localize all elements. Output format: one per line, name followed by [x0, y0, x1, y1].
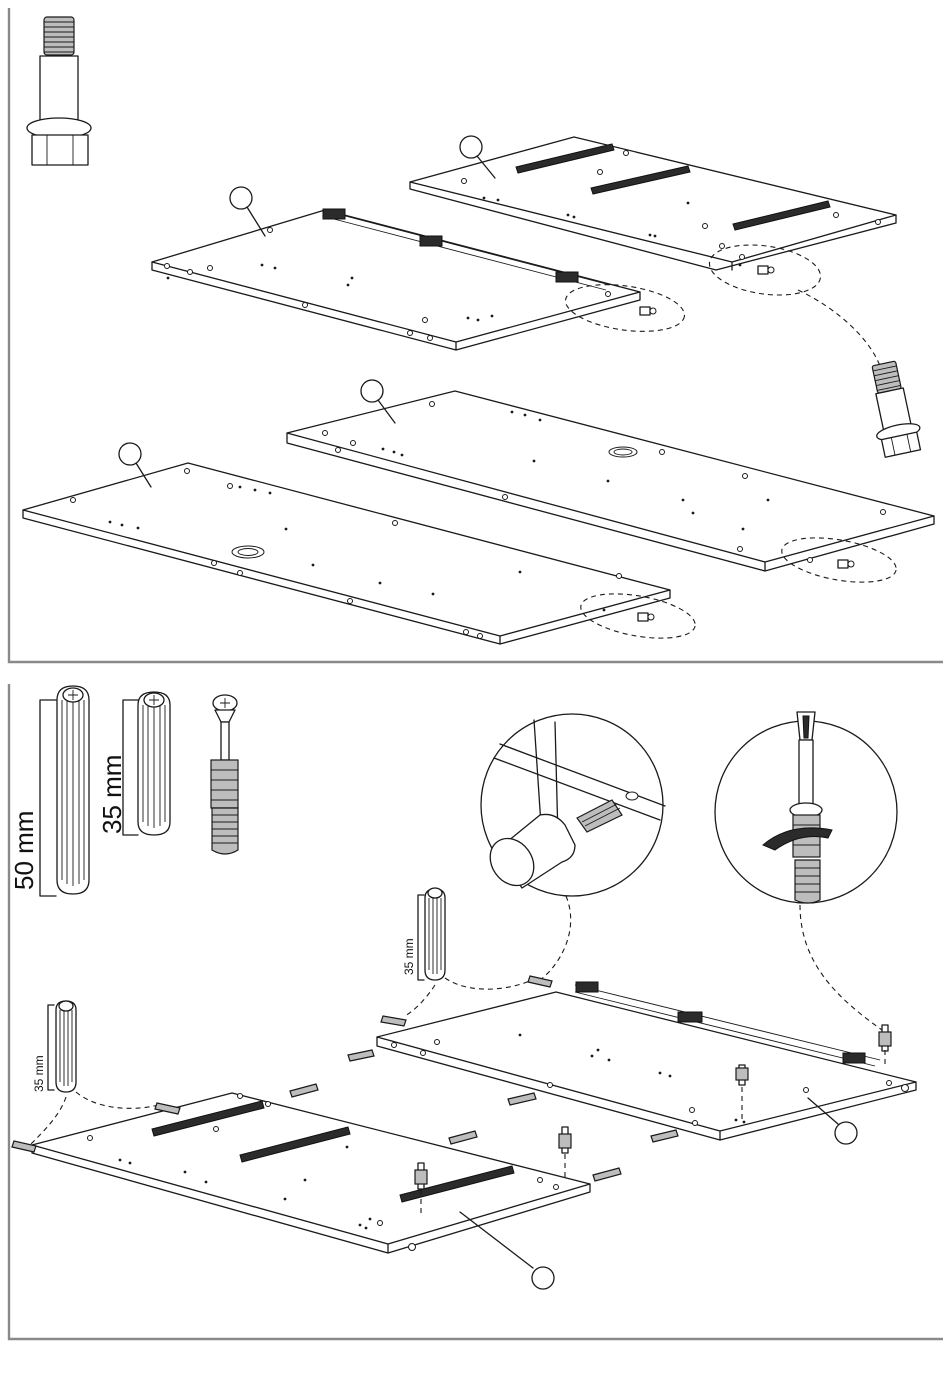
screwdriver-icon	[797, 712, 815, 810]
hammer-detail-view	[481, 714, 665, 896]
panel-bottom-left	[32, 1093, 590, 1253]
panel-bottom-right	[377, 982, 916, 1140]
dowel-callout-right	[418, 888, 445, 980]
dowel-callout-left	[48, 1001, 76, 1092]
foot-leader-line	[798, 290, 880, 366]
foot-screw-icon	[758, 266, 774, 274]
dowel-callout-left-leader-2	[76, 1092, 158, 1108]
leveling-foot-large-icon	[862, 359, 924, 458]
part-label-6	[460, 1212, 554, 1289]
dowel-callout-right-leader-2	[445, 978, 532, 989]
dowel-callout-left-label: 35 mm	[32, 1055, 46, 1092]
foot-screw-icon	[640, 307, 656, 315]
dowel-callout-right-label: 35 mm	[402, 938, 416, 975]
dowel-callout-right-leader	[405, 985, 435, 1016]
screwdriver-detail-view	[715, 712, 897, 903]
connector-bolt-icon	[211, 695, 238, 854]
leveling-foot-icon	[27, 17, 91, 165]
dowel-50mm-label: 50 mm	[9, 811, 39, 890]
dowel-50mm-icon	[40, 686, 89, 896]
foot-screw-icon	[638, 613, 654, 621]
screwdriver-leader-line	[800, 905, 882, 1030]
foot-screw-icon	[838, 560, 854, 568]
part-label-2	[230, 187, 265, 236]
dowel-35mm-label: 35 mm	[97, 755, 127, 834]
dowel-35mm-icon	[123, 692, 170, 835]
hammer-leader-line	[540, 896, 571, 980]
